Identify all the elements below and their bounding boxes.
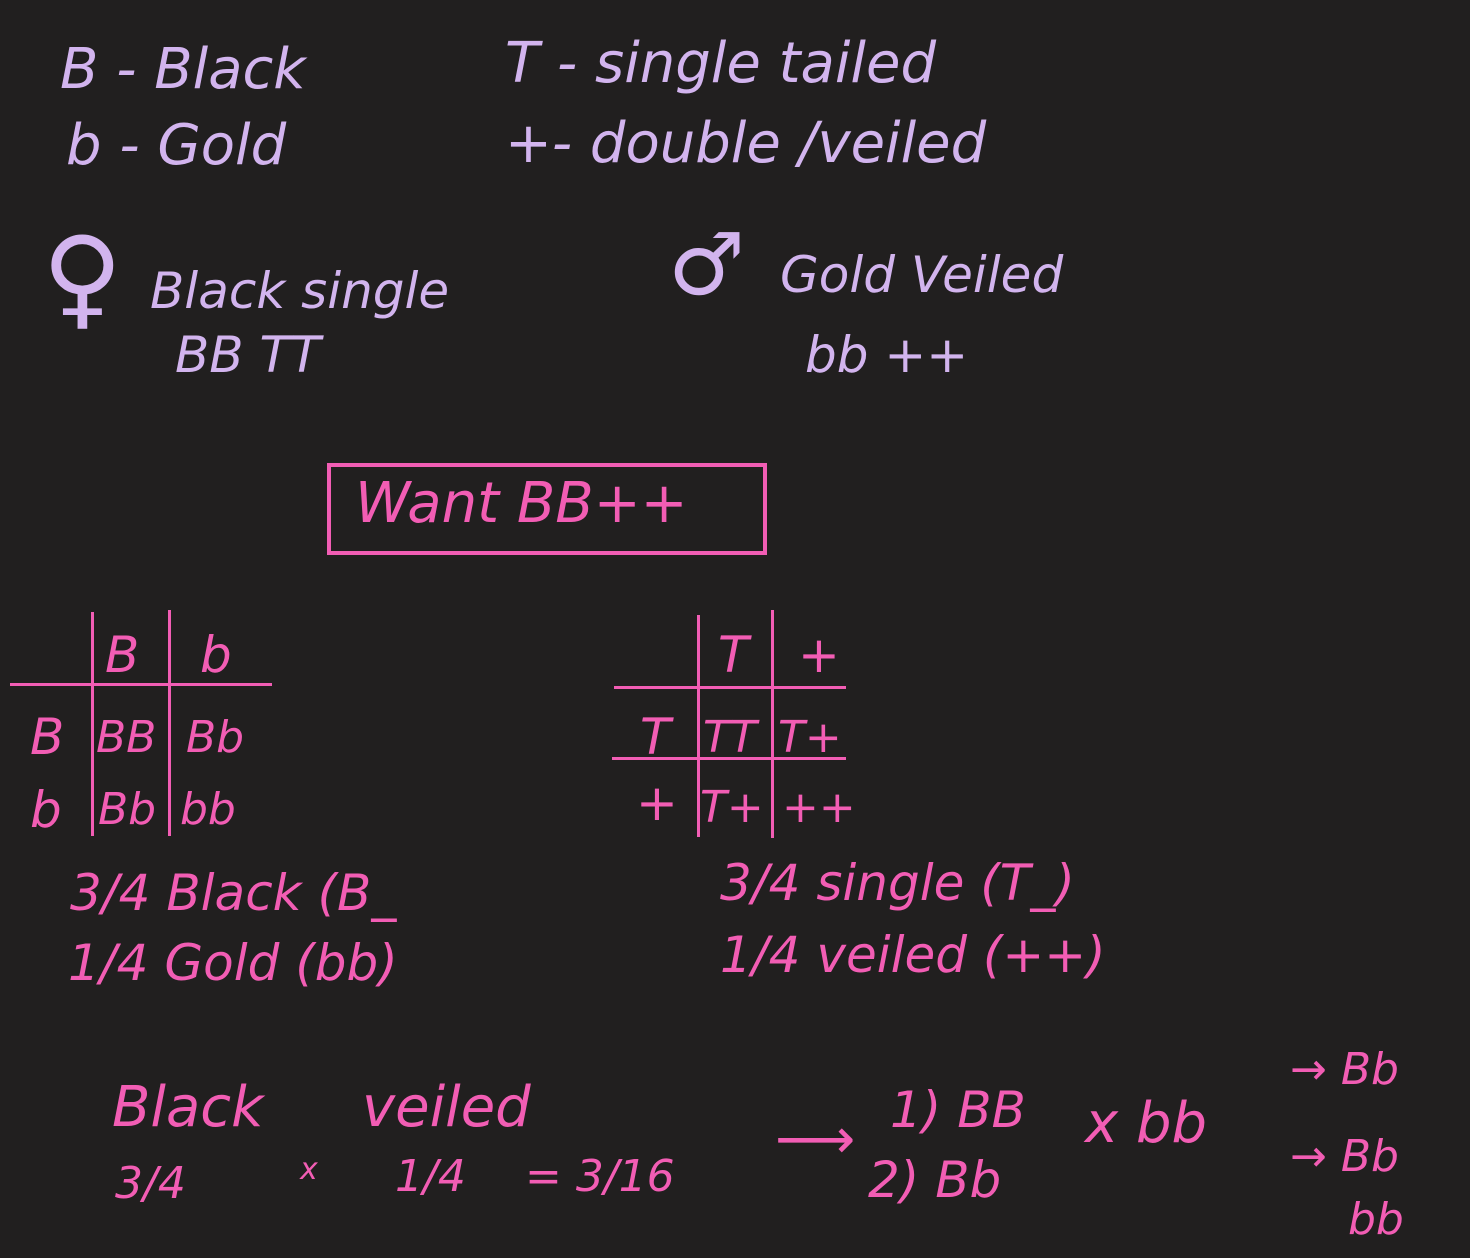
punnett-tail-hline-2 <box>612 757 846 760</box>
calc-black: Black <box>112 1075 264 1140</box>
result-bb-2: → Bb <box>1290 1131 1399 1182</box>
legend-single-tailed: T - single tailed <box>505 31 936 96</box>
punnett-tail-cell: ++ <box>782 782 856 833</box>
arrow-icon: ⟶ <box>775 1107 856 1172</box>
punnett-color-row-header: b <box>30 781 62 839</box>
punnett-tail-row-header: + <box>636 774 678 832</box>
punnett-color-col-header: B <box>105 626 140 684</box>
ratio-single: 3/4 single (T_) <box>720 854 1075 912</box>
ratio-gold: 1/4 Gold (bb) <box>68 934 398 992</box>
option-bb-hetero: 2) Bb <box>868 1151 1002 1209</box>
result-bb-3: bb <box>1348 1194 1404 1245</box>
punnett-color-vline-1 <box>91 612 94 836</box>
calc-fraction-veiled: 1/4 <box>395 1151 466 1202</box>
cross-bb: x bb <box>1085 1091 1208 1156</box>
punnett-tail-vline-2 <box>771 610 774 838</box>
legend-double-veiled: +- double /veiled <box>505 111 987 176</box>
legend-black: B - Black <box>60 37 306 102</box>
result-bb-1: → Bb <box>1290 1044 1399 1095</box>
calc-fraction-black: 3/4 <box>115 1158 186 1209</box>
punnett-tail-col-header: + <box>798 626 840 684</box>
male-symbol-icon: ♂ <box>668 215 746 315</box>
punnett-tail-row-header: T <box>640 708 671 766</box>
goal-text: Want BB++ <box>355 471 688 536</box>
punnett-color-hline <box>10 683 272 686</box>
punnett-color-vline-2 <box>168 610 171 836</box>
punnett-color-col-header: b <box>200 626 232 684</box>
calc-result: = 3/16 <box>525 1151 675 1202</box>
female-symbol-icon: ♀ <box>42 213 123 341</box>
punnett-color-cell: BB <box>96 712 157 763</box>
punnett-color-cell: Bb <box>186 712 245 763</box>
ratio-black: 3/4 Black (B_ <box>70 864 397 922</box>
punnett-color-row-header: B <box>30 708 65 766</box>
punnett-tail-cell: T+ <box>778 712 842 763</box>
punnett-tail-cell: T+ <box>700 782 764 833</box>
punnett-tail-col-header: T <box>718 626 749 684</box>
female-phenotype: Black single <box>150 262 450 320</box>
punnett-tail-cell: TT <box>703 712 757 763</box>
calc-veiled: veiled <box>362 1075 531 1140</box>
ratio-veiled: 1/4 veiled (++) <box>720 926 1106 984</box>
option-bb: 1) BB <box>890 1081 1026 1139</box>
calc-times: x <box>300 1152 318 1187</box>
punnett-color-cell: Bb <box>98 784 157 835</box>
punnett-tail-vline-1 <box>697 615 700 837</box>
male-phenotype: Gold Veiled <box>780 246 1064 304</box>
legend-gold: b - Gold <box>66 113 287 178</box>
goal-box <box>327 463 767 555</box>
male-genotype: bb ++ <box>805 326 969 384</box>
punnett-color-cell: bb <box>180 784 236 835</box>
female-genotype: BB TT <box>175 326 321 384</box>
punnett-tail-hline-1 <box>614 686 846 689</box>
